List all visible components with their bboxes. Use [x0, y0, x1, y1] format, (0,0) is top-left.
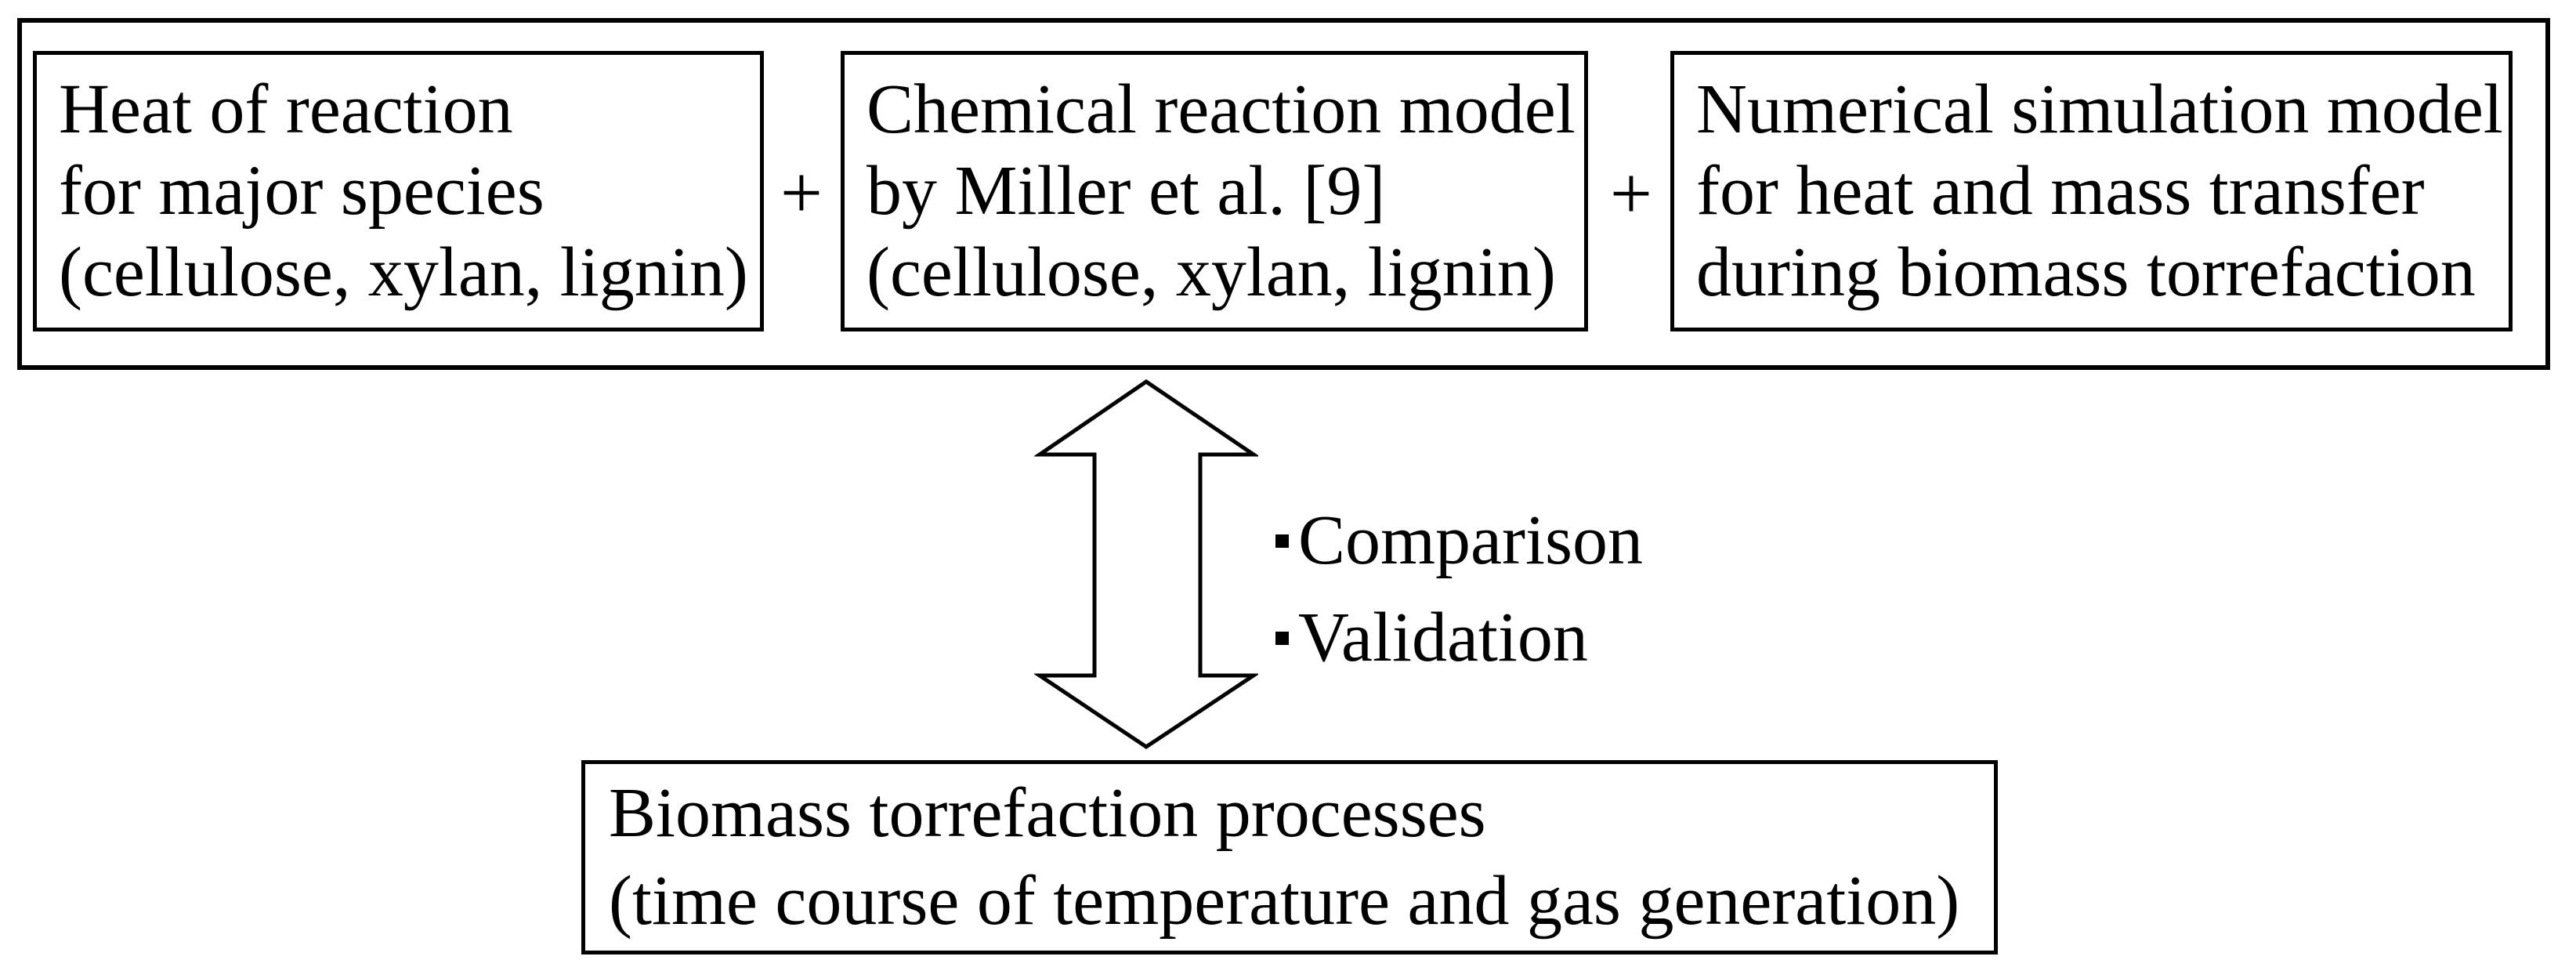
box-text-line: for heat and mass transfer	[1696, 152, 2425, 230]
box-text-line: (cellulose, xylan, lignin)	[59, 234, 748, 311]
double-headed-arrow-icon	[1034, 379, 1258, 750]
box-text-line: Chemical reaction model	[867, 71, 1576, 148]
box-text-line: Numerical simulation model	[1696, 71, 2503, 148]
chemical-reaction-model-box: Chemical reaction model by Miller et al.…	[841, 51, 1588, 331]
box-text-line: Heat of reaction	[59, 71, 513, 148]
plus-operator-1: +	[780, 150, 823, 234]
box-text-line: Biomass torrefaction processes	[609, 774, 1486, 852]
square-bullet-icon	[1275, 534, 1289, 548]
box-text-line: during biomass torrefaction	[1696, 234, 2476, 311]
box-text-line: for major species	[59, 152, 545, 230]
numerical-simulation-model-box: Numerical simulation model for heat and …	[1670, 51, 2513, 331]
annotation-label: Validation	[1298, 599, 1588, 676]
box-text-line: by Miller et al. [9]	[867, 152, 1386, 230]
box-text-line: (time course of temperature and gas gene…	[609, 862, 1960, 940]
annotation-list: Comparison Validation	[1275, 492, 1643, 686]
heat-of-reaction-box: Heat of reaction for major species (cell…	[33, 51, 764, 331]
torrefaction-processes-box: Biomass torrefaction processes (time cou…	[581, 760, 1998, 954]
annotation-label: Comparison	[1298, 502, 1643, 579]
box-text-line: (cellulose, xylan, lignin)	[867, 234, 1556, 311]
annotation-item-validation: Validation	[1275, 589, 1643, 686]
plus-operator-2: +	[1609, 151, 1653, 235]
annotation-item-comparison: Comparison	[1275, 492, 1643, 589]
square-bullet-icon	[1275, 631, 1289, 645]
